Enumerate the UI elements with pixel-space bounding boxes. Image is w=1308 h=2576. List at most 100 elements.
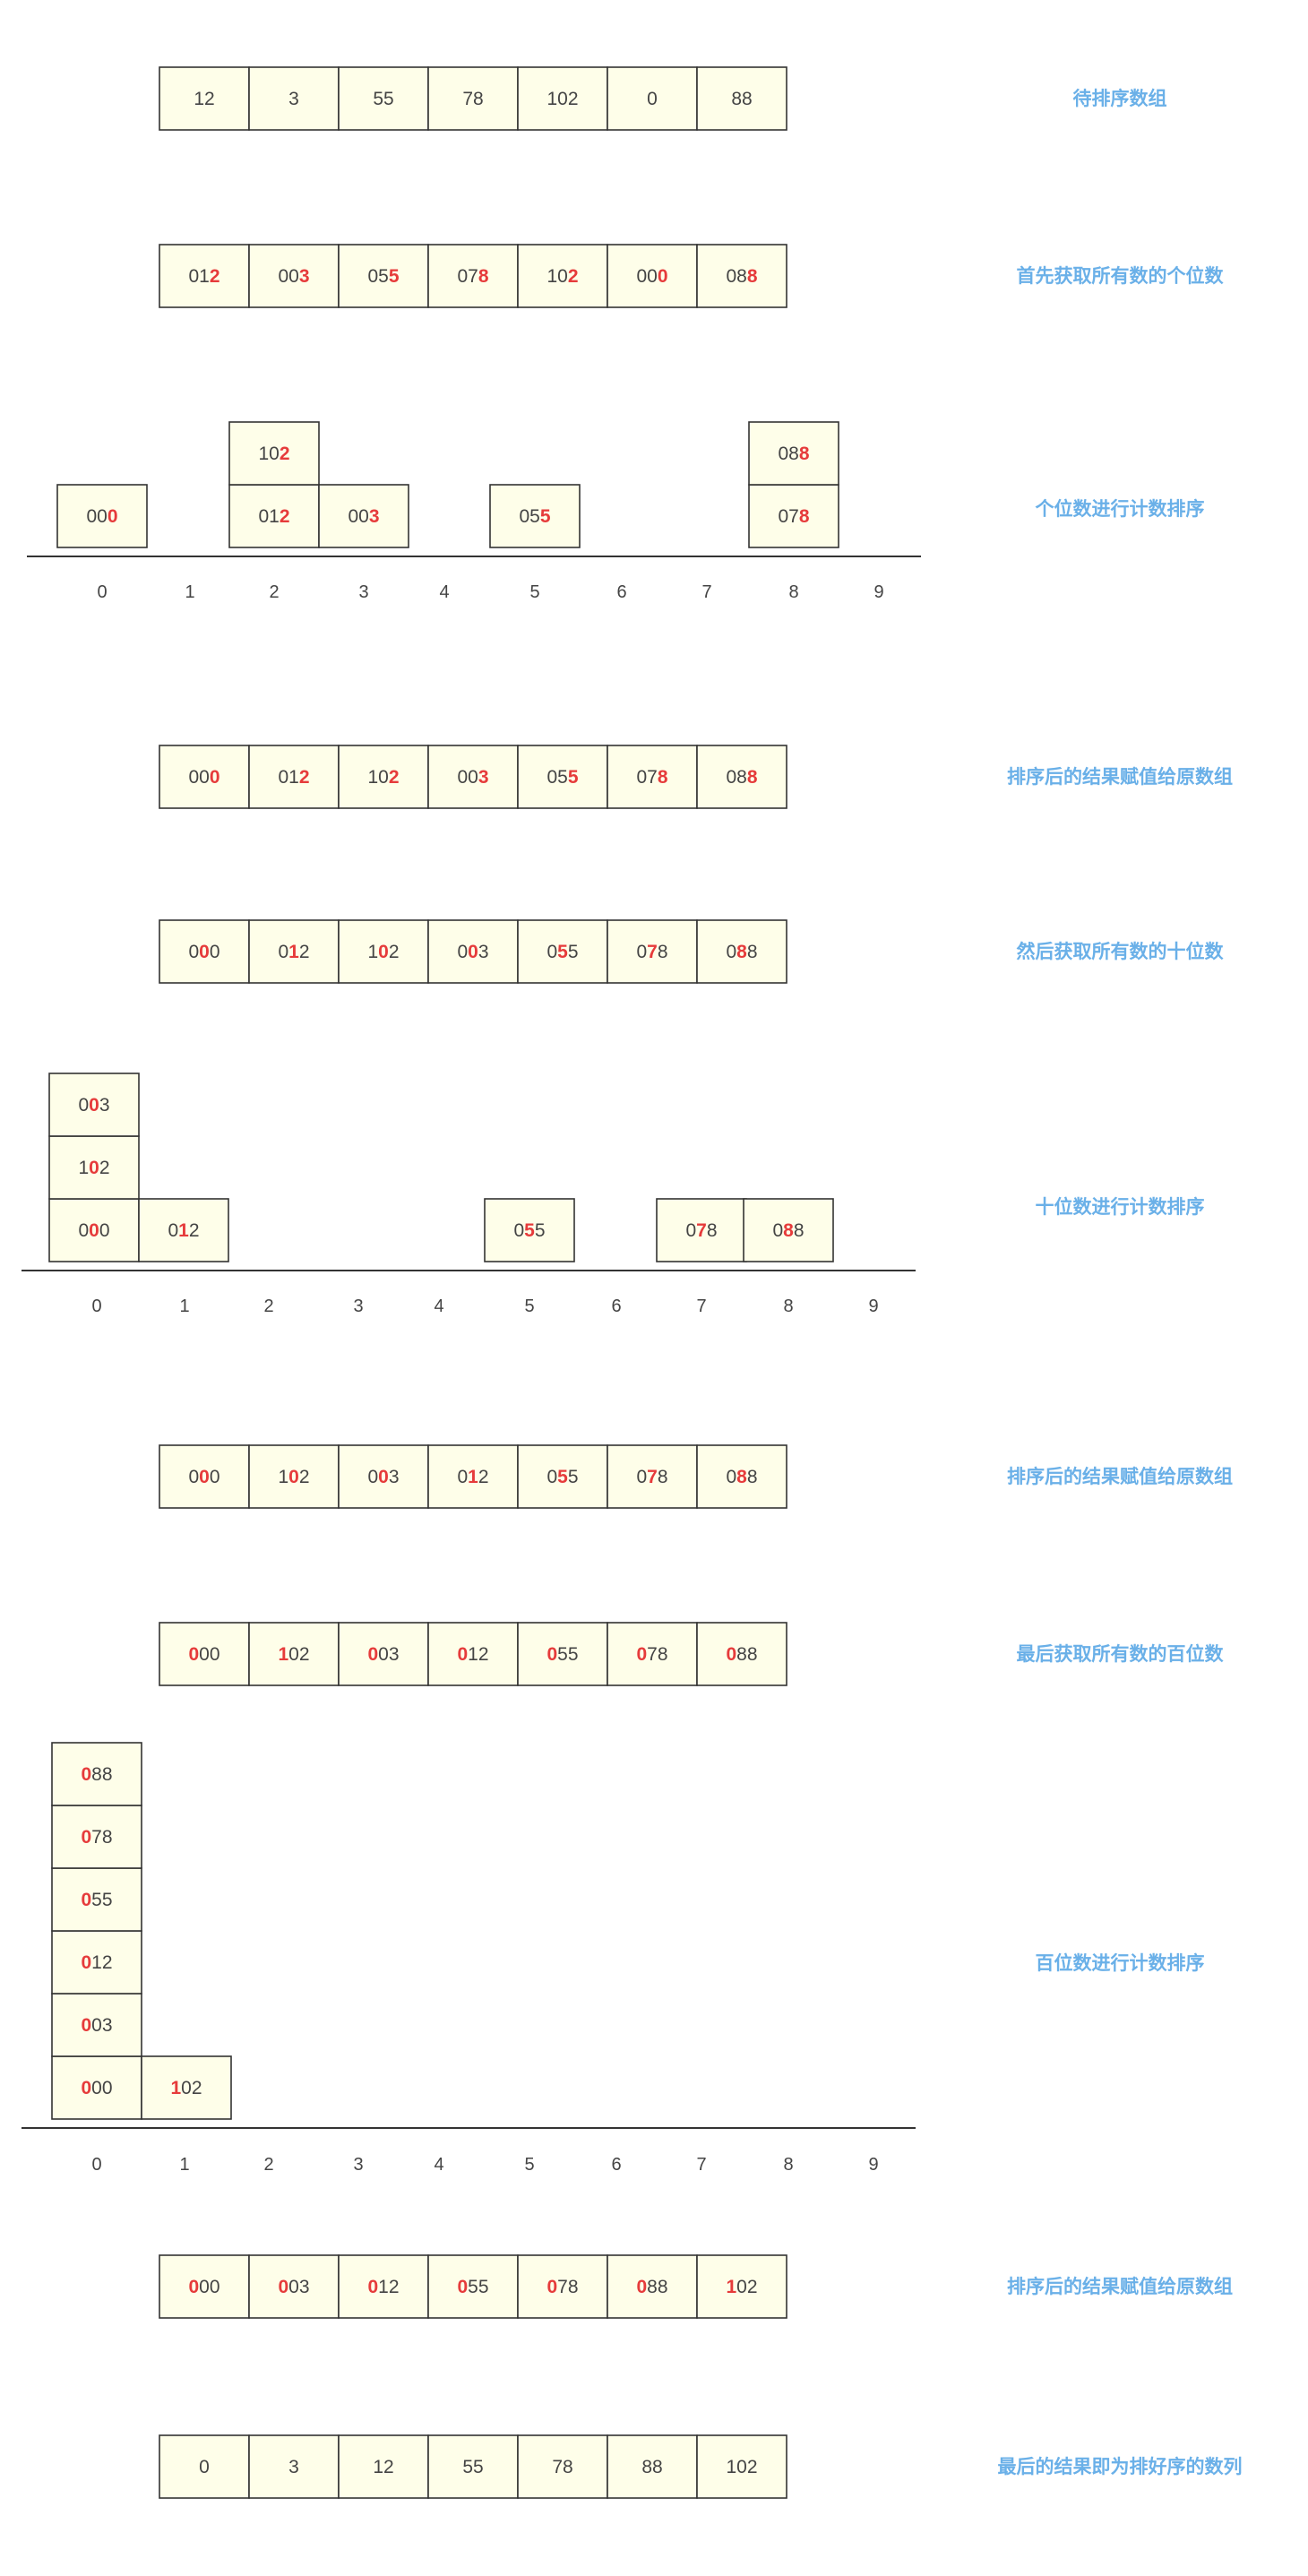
array-cell: 003 [338,1622,429,1686]
cell-box [338,1622,429,1686]
bucket-label: 9 [868,2155,878,2175]
cell-box [338,1444,429,1509]
bucket-item: 012 [138,1198,229,1262]
array-cell: 088 [607,2254,698,2319]
array-cell: 088 [696,919,787,984]
array-cell: 000 [159,1622,250,1686]
bucket-label: 3 [358,582,368,602]
cell-value: 078 [636,767,667,788]
cell-box [517,745,608,809]
step-caption: 排序后的结果赋值给原数组 [1007,766,1233,788]
array-cell: 102 [696,2254,787,2319]
array-cell: 003 [248,2254,340,2319]
cell-value: 003 [348,506,379,527]
array-cell: 088 [696,1444,787,1509]
cell-value: 12 [373,2457,393,2477]
bucket-label: 7 [696,1297,706,1316]
cell-value: 000 [188,767,219,788]
cell-value: 102 [170,2078,202,2098]
cell-box [517,66,608,131]
cell-value: 000 [188,942,219,962]
bucket-label: 0 [91,1297,101,1316]
cell-value: 088 [81,1764,112,1785]
cell-value: 000 [188,1467,219,1487]
cell-value: 003 [367,1644,399,1665]
bucket-item: 088 [748,421,839,486]
cell-value: 078 [636,1467,667,1487]
array-cell: 055 [517,1622,608,1686]
cell-box [338,745,429,809]
array-cell: 000 [159,2254,250,2319]
cell-box [696,2254,787,2319]
cell-box [248,2434,340,2499]
cell-value: 3 [288,2457,299,2477]
cell-box [318,484,409,548]
bucket-label: 2 [269,582,279,602]
array-cell: 012 [248,745,340,809]
step-caption: 排序后的结果赋值给原数组 [1007,2276,1233,2297]
cell-box [248,244,340,308]
cell-box [51,1742,142,1806]
array-cell: 000 [159,919,250,984]
cell-value: 012 [457,1467,488,1487]
cell-value: 12 [194,89,214,109]
cell-box [159,919,250,984]
cell-box [607,244,698,308]
bucket-label: 1 [179,1297,189,1316]
bucket-caption: 十位数进行计数排序 [1036,1196,1205,1218]
bucket-label: 0 [91,2155,101,2175]
cell-value: 012 [278,942,309,962]
cell-value: 102 [258,444,289,464]
bucket-caption: 百位数进行计数排序 [1036,1952,1205,1974]
array-cell: 012 [338,2254,429,2319]
array-cell: 3 [248,66,340,131]
cell-value: 078 [685,1220,717,1241]
array-cell: 102 [338,919,429,984]
cell-value: 003 [278,266,309,287]
bucket-item: 003 [318,484,409,548]
step-caption: 然后获取所有数的十位数 [1017,941,1225,962]
cell-value: 0 [199,2457,210,2477]
array-cell: 102 [517,66,608,131]
array-cell: 55 [427,2434,519,2499]
array-cell: 88 [696,66,787,131]
cell-value: 012 [278,767,309,788]
bucket-label: 2 [263,2155,273,2175]
cell-box [427,919,519,984]
cell-box [141,2055,232,2120]
cell-value: 88 [731,89,752,109]
array-cell: 012 [159,244,250,308]
bucket-label: 2 [263,1297,273,1316]
cell-box [607,919,698,984]
cell-box [338,66,429,131]
bucket-item: 012 [228,484,320,548]
bucket-label: 5 [524,1297,534,1316]
array-cell: 078 [427,244,519,308]
cell-box [696,66,787,131]
cell-value: 78 [462,89,483,109]
cell-value: 102 [546,266,578,287]
cell-box [56,484,148,548]
cell-value: 078 [636,1644,667,1665]
bucket-label: 3 [353,2155,363,2175]
array-cell: 12 [338,2434,429,2499]
bucket-item: 102 [48,1135,140,1200]
cell-box [607,2254,698,2319]
bucket-label: 4 [439,582,449,602]
cell-value: 078 [546,2277,578,2297]
cell-box [607,1444,698,1509]
cell-value: 0 [647,89,658,109]
cell-box [159,1622,250,1686]
cell-box [517,2434,608,2499]
cell-value: 055 [546,942,578,962]
cell-box [517,244,608,308]
array-cell: 003 [427,745,519,809]
cell-value: 88 [641,2457,662,2477]
bucket-item: 000 [48,1198,140,1262]
cell-box [51,1867,142,1932]
cell-value: 55 [462,2457,483,2477]
array-cell: 102 [517,244,608,308]
array-cell: 088 [696,1622,787,1686]
cell-value: 003 [278,2277,309,2297]
